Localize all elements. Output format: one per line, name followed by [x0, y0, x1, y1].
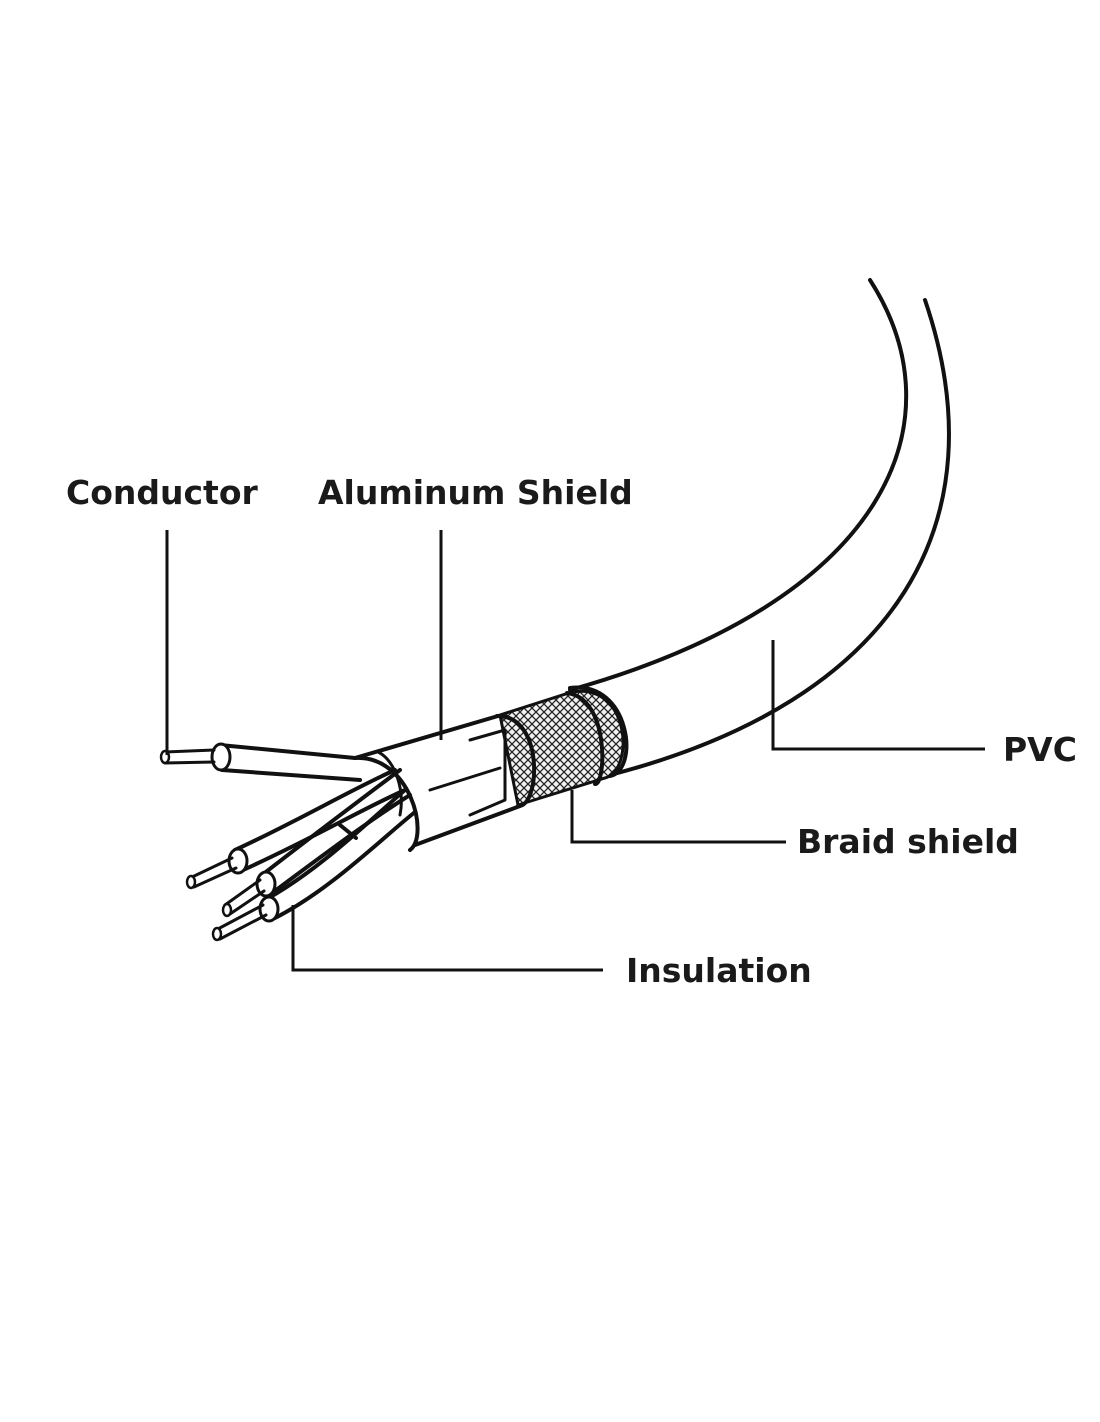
- top-wire: [159, 742, 362, 782]
- insulation-leader: [291, 905, 603, 972]
- braid-shield-leader: [570, 790, 786, 844]
- insulation-label: Insulation: [626, 951, 812, 990]
- conductor-label: Conductor: [66, 473, 259, 512]
- inner-wires: [185, 768, 417, 942]
- braid-shield-label: Braid shield: [797, 822, 1019, 861]
- pvc-leader: [771, 640, 985, 751]
- pvc-label: PVC: [1003, 730, 1077, 769]
- braid-shield: [495, 689, 625, 808]
- pvc-jacket: [568, 278, 951, 778]
- aluminum-shield-label: Aluminum Shield: [318, 473, 633, 512]
- aluminum-shield: [353, 714, 522, 852]
- leader-lines: [165, 530, 985, 972]
